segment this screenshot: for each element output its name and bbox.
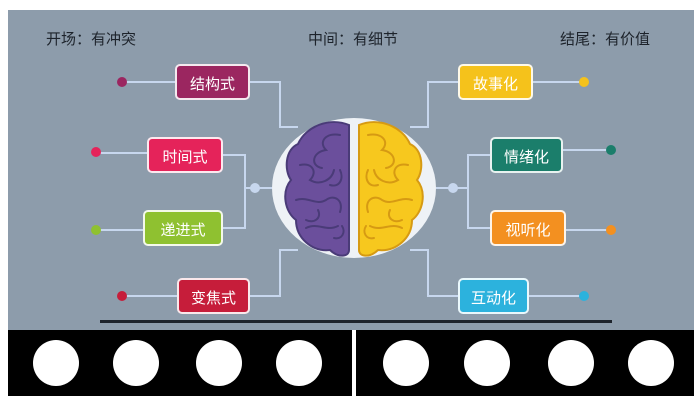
- connector-right-1: [410, 81, 458, 128]
- thumbnail-circle-4[interactable]: [276, 340, 322, 386]
- node-emotion: 情绪化: [490, 137, 563, 173]
- hub-dot-right: [448, 183, 458, 193]
- end-dot-right-1: [579, 77, 589, 87]
- thumbnail-circle-2[interactable]: [113, 340, 159, 386]
- end-dot-right-3: [606, 225, 616, 235]
- connector-right-3: [467, 188, 490, 229]
- node-story: 故事化: [458, 64, 533, 100]
- end-dot-left-4: [117, 291, 127, 301]
- brain-icon: [272, 118, 436, 258]
- connector-right-4: [410, 249, 458, 297]
- node-progressive: 递进式: [143, 210, 223, 246]
- connector-right-2: [453, 154, 490, 189]
- node-audiovisual: 视听化: [490, 210, 566, 246]
- thumbnail-circle-8[interactable]: [628, 340, 674, 386]
- end-dot-right-4: [579, 291, 589, 301]
- connector-left-1: [250, 81, 298, 128]
- header-middle: 中间：有细节: [308, 30, 399, 48]
- strip-separator: [352, 330, 356, 396]
- connector-left-4: [250, 249, 298, 297]
- end-dot-left-1: [117, 77, 127, 87]
- node-zoom: 变焦式: [177, 278, 250, 314]
- divider-line: [100, 320, 612, 323]
- header-ending: 结尾：有价值: [560, 30, 651, 48]
- thumbnail-circle-5[interactable]: [383, 340, 429, 386]
- thumbnail-circle-3[interactable]: [196, 340, 242, 386]
- connector-left-3: [223, 188, 246, 229]
- thumbnail-circle-7[interactable]: [548, 340, 594, 386]
- node-interaction: 互动化: [458, 278, 529, 314]
- node-structure: 结构式: [175, 64, 250, 100]
- thumbnail-circle-1[interactable]: [33, 340, 79, 386]
- end-dot-left-2: [91, 147, 101, 157]
- connector-left-2: [223, 154, 255, 189]
- end-dot-left-3: [91, 225, 101, 235]
- hub-dot-left: [250, 183, 260, 193]
- header-opening: 开场：有冲突: [46, 30, 137, 48]
- end-dot-right-2: [606, 145, 616, 155]
- node-time: 时间式: [147, 137, 223, 173]
- thumbnail-circle-6[interactable]: [464, 340, 510, 386]
